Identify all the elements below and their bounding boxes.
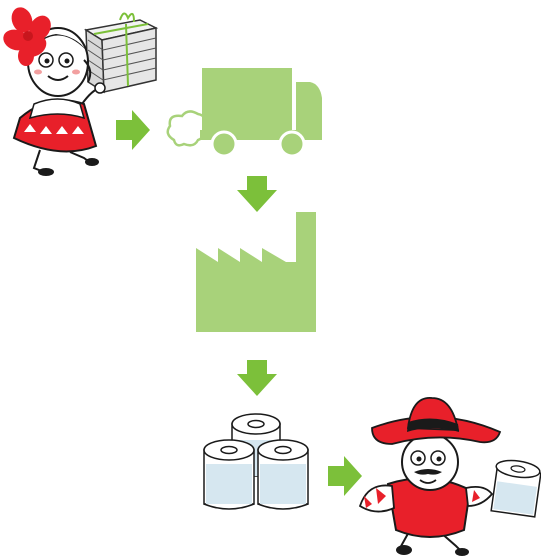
toilet-paper-rolls-icon xyxy=(203,413,309,510)
sombrero-hat xyxy=(371,397,502,445)
flower-hair-accessory xyxy=(3,7,51,66)
newspaper-stack xyxy=(83,12,159,94)
arrow-down-icon xyxy=(237,176,277,212)
exhaust-cloud xyxy=(166,110,207,147)
held-toilet-roll xyxy=(490,459,541,518)
arrow-right-icon xyxy=(116,110,150,150)
toilet-roll xyxy=(257,439,309,510)
girl-carrying-newspaper-stack-icon xyxy=(3,7,159,176)
sombrero-boy-holding-roll-icon xyxy=(358,397,541,556)
delivery-truck-icon xyxy=(166,68,322,158)
arrow-down-icon xyxy=(237,360,277,396)
factory-icon xyxy=(196,212,316,332)
arrow-right-icon xyxy=(328,456,362,496)
toilet-roll xyxy=(203,439,255,510)
